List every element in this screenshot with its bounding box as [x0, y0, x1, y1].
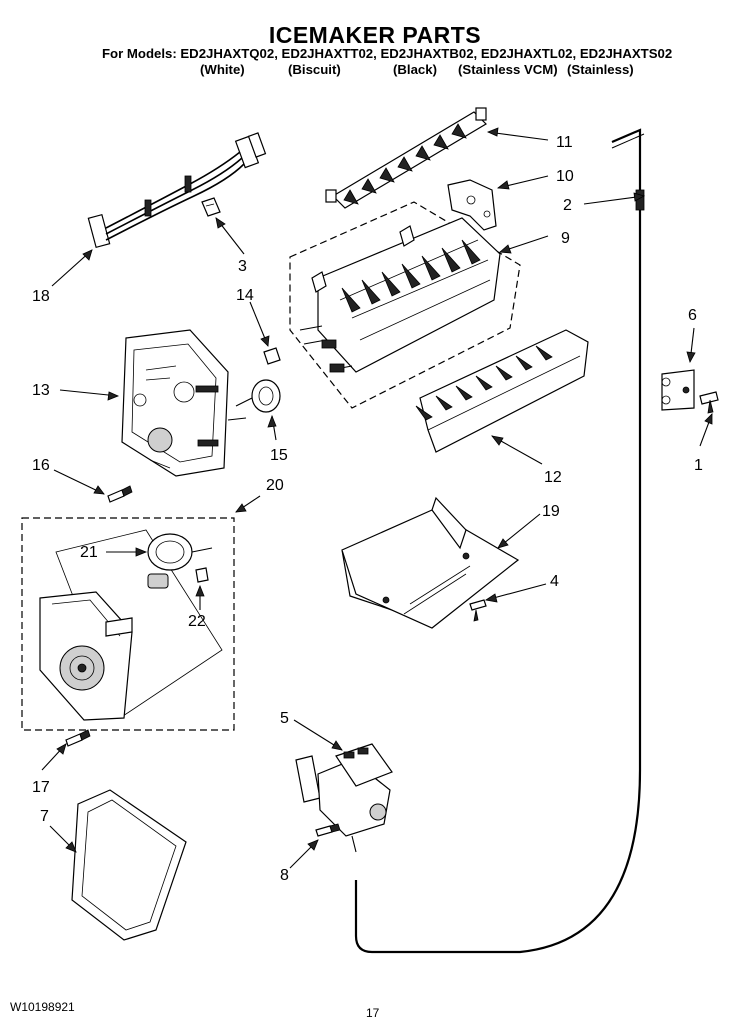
part-7-foam-pad	[71, 789, 187, 941]
page-number: 17	[366, 1006, 380, 1020]
part-20-motor-assembly	[21, 517, 235, 731]
callout-9: 9	[561, 230, 570, 247]
callout-4: 4	[550, 573, 559, 590]
callout-2: 2	[563, 197, 572, 214]
models-line: For Models: ED2JHAXTQ02, ED2JHAXTT02, ED…	[102, 46, 673, 61]
part-1-screw	[699, 391, 719, 414]
callout-22: 22	[188, 613, 206, 630]
callout-18: 18	[32, 288, 50, 305]
callout-labels: 11 10 2 9 3 18 14 6 13 15 1 12 16 20 19 …	[32, 134, 703, 884]
document-number: W10198921	[10, 1000, 75, 1014]
callout-12: 12	[544, 469, 562, 486]
part-16-screw	[107, 485, 133, 503]
finish-biscuit: (Biscuit)	[288, 62, 341, 77]
part-10-bracket	[447, 179, 497, 231]
part-5-water-valve	[295, 743, 393, 853]
leader-lines	[41, 127, 713, 869]
callout-21: 21	[80, 544, 98, 561]
part-14-thermostat-clip	[263, 347, 281, 365]
part-13-control-housing	[121, 329, 247, 477]
callout-15: 15	[270, 447, 288, 464]
finish-white: (White)	[200, 62, 245, 77]
part-6-tube-clamp	[661, 369, 695, 411]
part-12-mold-cover	[415, 329, 589, 453]
part-9-ice-mold	[289, 201, 521, 409]
part-15-thermostat	[235, 379, 281, 413]
callout-20: 20	[266, 477, 284, 494]
callout-3: 3	[238, 258, 247, 275]
callout-11: 11	[556, 134, 573, 151]
callout-5: 5	[280, 710, 289, 727]
finish-stainless: (Stainless)	[567, 62, 634, 77]
part-21-drive-motor	[147, 533, 213, 589]
callout-19: 19	[542, 503, 560, 520]
part-18-wire-harness	[87, 132, 267, 249]
callout-7: 7	[40, 808, 49, 825]
callout-16: 16	[32, 457, 50, 474]
callout-10: 10	[556, 168, 574, 185]
part-22-screw	[195, 567, 209, 583]
finish-stainless-vcm: (Stainless VCM)	[458, 62, 558, 77]
part-19-ice-tray	[341, 496, 520, 629]
callout-14: 14	[236, 287, 254, 304]
page-title: ICEMAKER PARTS	[268, 22, 482, 48]
part-11-ejector-blade	[325, 107, 487, 209]
finish-black: (Black)	[393, 62, 437, 77]
callout-8: 8	[280, 867, 289, 884]
part-17-screw	[65, 729, 91, 747]
callout-17: 17	[32, 779, 50, 796]
part-8-screw	[315, 823, 341, 837]
callout-6: 6	[688, 307, 697, 324]
callout-1: 1	[694, 457, 703, 474]
part-3-harness-clip	[201, 197, 221, 217]
callout-13: 13	[32, 382, 50, 399]
part-4-screw	[469, 599, 487, 622]
